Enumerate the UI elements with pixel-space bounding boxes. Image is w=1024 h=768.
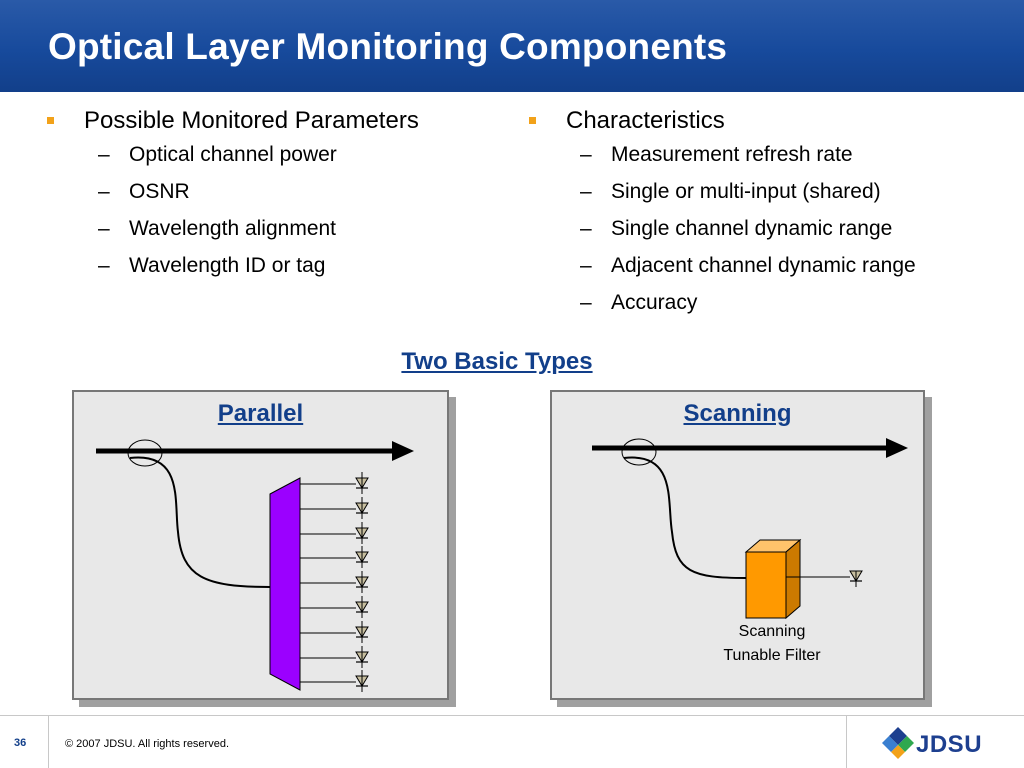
photodiode-icon <box>355 471 369 495</box>
tunable-filter-block <box>744 538 802 620</box>
footer-separator <box>48 716 49 768</box>
list-item: – Single channel dynamic range <box>580 217 893 240</box>
list-item: – Adjacent channel dynamic range <box>580 254 916 277</box>
tap-coupler <box>621 438 657 466</box>
bullet-square-icon <box>47 117 54 124</box>
list-item: – Single or multi-input (shared) <box>580 180 881 203</box>
list-item: – Wavelength alignment <box>98 217 337 240</box>
photodiode-icon <box>355 645 369 669</box>
jdsu-logo-icon <box>882 727 914 759</box>
monitored-parameters-list: Possible Monitored Parameters – Optical … <box>44 103 504 287</box>
page-title: Optical Layer Monitoring Components <box>48 26 728 67</box>
scanning-diagram <box>592 438 908 620</box>
list-item: – Wavelength ID or tag <box>98 254 326 277</box>
scanning-title: Scanning <box>683 400 792 427</box>
tap-coupler <box>127 439 163 467</box>
list-item: – Accuracy <box>580 291 698 314</box>
types-heading: Two Basic Types <box>401 348 593 375</box>
parallel-panel: Parallel <box>72 390 449 700</box>
arrow-head-icon <box>392 441 414 461</box>
footer-divider <box>0 715 1024 716</box>
photodiode-icon <box>355 496 369 520</box>
photodiode-icon <box>355 595 369 619</box>
list-item: – Measurement refresh rate <box>580 143 853 166</box>
title-bar: Optical Layer Monitoring Components <box>0 0 1024 92</box>
awg-block <box>269 477 301 691</box>
tap-fiber <box>623 456 747 579</box>
list-item: – OSNR <box>98 180 190 203</box>
jdsu-logo: JDSU <box>882 725 992 763</box>
photodiode-icon <box>355 521 369 545</box>
scanning-panel: Scanning Scanning Tunable Filter <box>550 390 925 700</box>
footer-separator <box>846 716 847 768</box>
characteristics-list: Characteristics – Measurement refresh ra… <box>526 103 1006 324</box>
photodiode-icon <box>849 570 863 587</box>
photodiode-icon <box>355 669 369 693</box>
tap-fiber <box>129 456 271 588</box>
awg-outputs <box>300 483 356 683</box>
photodiode-icon <box>355 620 369 644</box>
list-item: – Optical channel power <box>98 143 337 166</box>
page-number: 36 <box>14 737 27 749</box>
parallel-diagram <box>96 439 414 693</box>
arrow-head-icon <box>886 438 908 458</box>
parallel-title: Parallel <box>217 400 304 427</box>
list-heading: Characteristics <box>526 103 1006 139</box>
photodiode-icon <box>355 545 369 569</box>
list-heading: Possible Monitored Parameters <box>44 103 504 139</box>
copyright-notice: © 2007 JDSU. All rights reserved. <box>65 738 230 750</box>
bullet-square-icon <box>529 117 536 124</box>
photodiode-icon <box>355 570 369 594</box>
filter-caption: Scanning Tunable Filter <box>723 623 821 664</box>
